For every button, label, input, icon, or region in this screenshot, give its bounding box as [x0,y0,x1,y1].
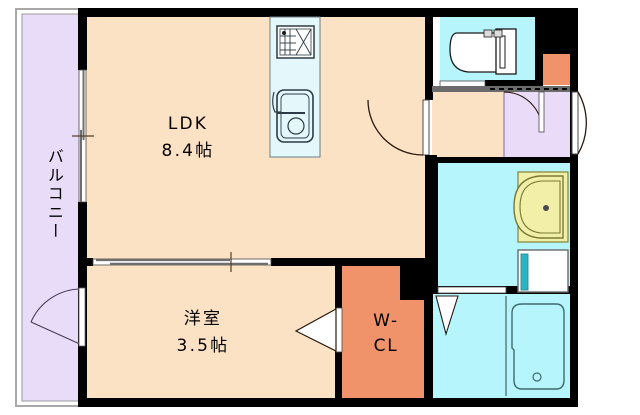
wall-toilet-bottom-left [485,80,535,88]
wall-entrance-top [432,86,578,92]
front-door-swing-arc [577,91,587,155]
wall-closet-right [425,264,433,402]
washroom-door-leaf[interactable] [538,91,545,133]
wall-top-right [433,8,578,17]
wall-closet-left-lower [335,350,342,402]
wall-closet-left-upper [335,264,342,310]
ldk-entrance-door-swing-arc [367,99,424,156]
stove-icon [276,25,315,59]
bath-door[interactable] [437,286,507,294]
shoe-box [540,52,570,85]
toilet-icon [449,28,517,75]
balcony-door-swing-line [30,321,83,346]
wall-top-ldk [85,8,433,17]
balcony-side-door[interactable] [78,287,86,347]
wall-bath-right [570,292,578,407]
balcony-area [21,13,86,402]
front-door-leaf[interactable] [571,91,579,155]
wall-ldk-right-upper [425,8,433,100]
washing-machine-icon [517,249,569,293]
wall-left-ldk-upper [78,8,87,70]
wall-bottom-bedroom [78,398,433,407]
bathtub-icon [511,303,565,390]
genkan-tile [504,92,572,157]
bath-door-swing-triangle [435,295,459,336]
entrance-hall-floor [432,92,504,157]
ldk-entrance-door-leaf[interactable] [422,99,430,156]
balcony-door-swing-arc [30,288,83,323]
kitchen-sink-icon [272,89,314,143]
wall-washroom-left [430,157,438,293]
wall-left-ldk-lower [78,202,87,264]
wall-bath-bottom [424,398,578,407]
ldk-floor [85,14,425,264]
wall-closet-top [341,258,433,266]
wall-washroom-right [570,163,578,295]
wall-toilet-bottom-right [535,28,543,88]
wall-toilet-corner-block [535,14,578,54]
closet-notch-block [400,258,433,300]
bedroom-sliding-door[interactable] [92,258,272,266]
closet-folding-door[interactable] [335,307,343,353]
kitchen-counter-outline [269,16,321,158]
wall-hall-nub [425,155,437,165]
wall-ldk-right-lower [425,155,433,265]
closet-door-swing-triangle [294,307,337,352]
wall-entrance-bottom [432,157,578,163]
wall-ldk-bedroom-left [85,258,93,266]
wall-ldk-bedroom-right [271,258,341,266]
vanity-sink-icon [513,171,569,243]
